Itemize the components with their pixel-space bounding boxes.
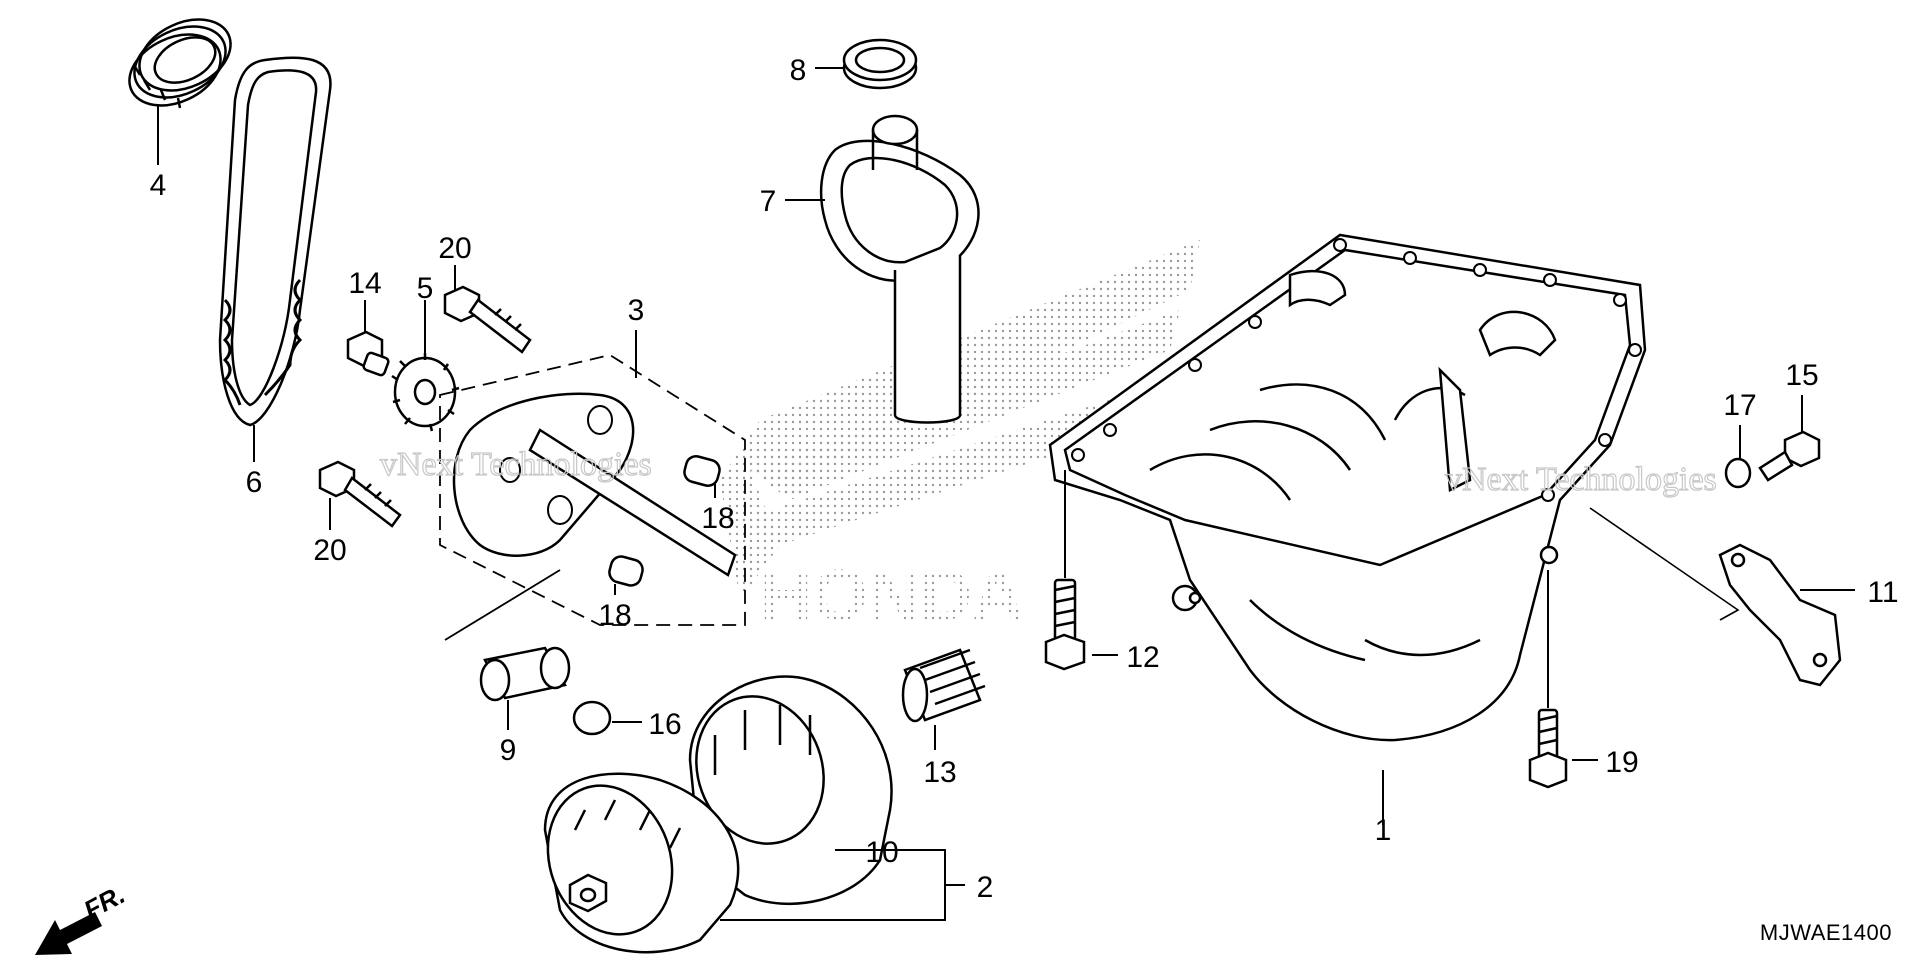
callout-15: 15 [1785,359,1818,392]
callout-20-lower: 20 [313,534,346,567]
callout-16: 16 [648,708,681,741]
callout-12: 12 [1126,641,1159,674]
callout-18-upper: 18 [701,502,734,535]
part-13-fitting [901,648,986,723]
part-3-oil-pump [439,354,746,626]
part-20-bolt-lower [318,460,402,528]
part-14-bolt [346,330,390,377]
part-6-chain [218,56,332,427]
part-2-oil-filter [543,772,740,954]
callout-17: 17 [1723,389,1756,422]
callout-11: 11 [1867,576,1898,609]
callout-4: 4 [150,169,167,202]
part-7-oil-strainer [819,114,980,424]
watermark-right: vNext Technologies [1445,461,1717,498]
callout-3: 3 [628,294,645,327]
callout-7: 7 [760,185,777,218]
callout-9: 9 [500,734,517,767]
callout-6: 6 [246,466,263,499]
pan-bolt-holes [1071,238,1642,502]
callout-18-lower: 18 [598,599,631,632]
part-4-sprocket-ring [128,18,232,109]
watermark-left: vNext Technologies [380,446,652,483]
callout-20-upper: 20 [438,232,471,265]
callout-19: 19 [1605,746,1638,779]
part-18-dowel-upper [683,455,721,487]
part-16-o-ring [572,700,612,736]
part-8-seal [842,38,918,90]
part-11-bracket [1718,543,1842,687]
part-15-bolt [1758,430,1821,482]
front-direction-arrow: FR. [35,879,130,955]
callout-1: 1 [1375,814,1392,847]
callout-5: 5 [417,272,434,305]
callout-8: 8 [790,54,807,87]
callout-14: 14 [348,267,381,300]
part-9-relief-valve [479,646,571,702]
part-20-bolt-upper [443,285,532,354]
part-10-oil-filter [688,675,893,906]
part-18-dowel-lower [608,555,644,587]
part-17-washer [1724,457,1752,489]
diagram-code: MJWAE1400 [1759,920,1892,945]
callout-13: 13 [923,756,956,789]
callout-2: 2 [977,871,994,904]
callout-10: 10 [865,836,898,869]
honda-text-watermark: HONDA [760,556,1024,636]
part-12-bolt [1044,578,1086,671]
part-19-bolt [1528,708,1568,789]
